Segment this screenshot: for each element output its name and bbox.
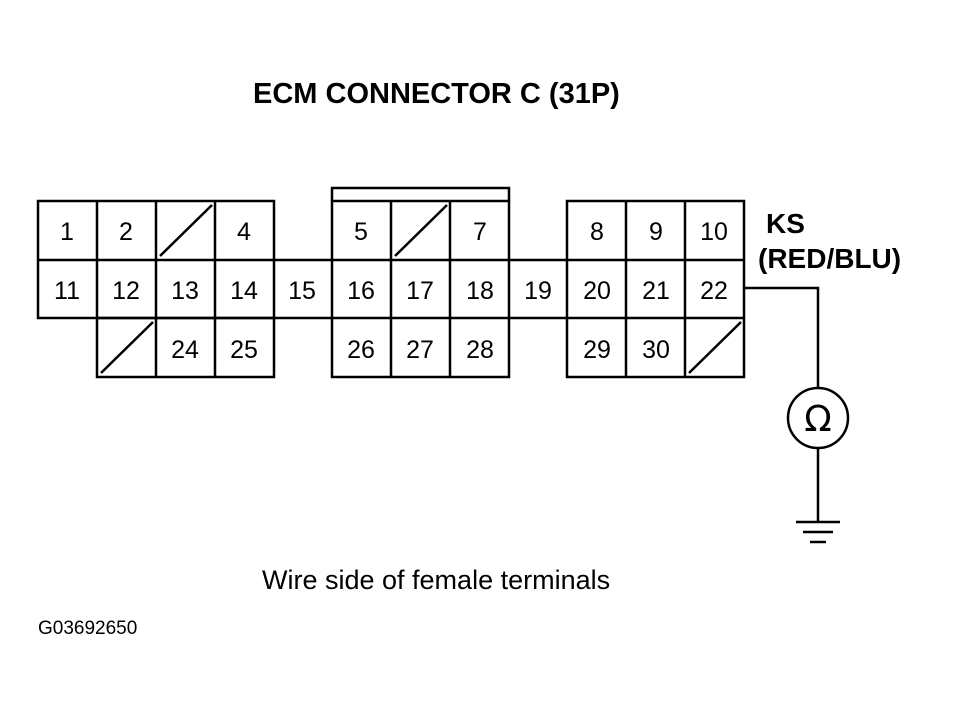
probe-wire xyxy=(744,286,820,388)
pin-label: 28 xyxy=(466,336,494,364)
pin-label: 30 xyxy=(642,336,670,364)
pin-label: 14 xyxy=(230,277,258,305)
wire-label-color: (RED/BLU) xyxy=(758,243,901,274)
pin-label: 12 xyxy=(112,277,140,305)
pin-label: 5 xyxy=(354,218,368,246)
ohm-symbol: Ω xyxy=(804,399,832,440)
pin-label: 11 xyxy=(54,277,80,305)
pin-label: 24 xyxy=(171,336,199,364)
pin-row-1: 1 2 4 5 7 8 9 10 xyxy=(60,218,728,246)
pin-label: 9 xyxy=(649,218,663,246)
ohmmeter-icon: Ω xyxy=(786,386,850,450)
wire-label-ks: KS xyxy=(766,208,805,239)
pin-label: 27 xyxy=(406,336,434,364)
pin-label: 2 xyxy=(119,218,133,246)
pin-label: 26 xyxy=(347,336,375,364)
empty-cavity-slash xyxy=(100,321,154,374)
pin-label: 21 xyxy=(642,277,670,305)
pin-label: 17 xyxy=(406,277,434,305)
empty-cavity-slash xyxy=(159,204,213,257)
pin-label: 25 xyxy=(230,336,258,364)
diagram-title: ECM CONNECTOR C (31P) xyxy=(253,78,620,110)
pin-label: 16 xyxy=(347,277,375,305)
pin-label: 19 xyxy=(524,277,552,305)
pin-label: 18 xyxy=(466,277,494,305)
ground-icon xyxy=(796,520,840,544)
pin-terminal-22: 22 xyxy=(700,277,728,305)
pin-row-2: 11 12 13 14 15 16 17 18 19 20 21 22 xyxy=(54,277,728,305)
pin-label: 7 xyxy=(473,218,487,246)
empty-cavity-slash xyxy=(394,204,448,257)
pin-row-3: 24 25 26 27 28 29 30 xyxy=(171,336,670,364)
diagram-caption: Wire side of female terminals xyxy=(262,565,610,595)
figure-code: G03692650 xyxy=(38,618,137,639)
empty-cavity-slash xyxy=(688,321,742,374)
pin-label: 1 xyxy=(60,218,74,246)
pin-label: 15 xyxy=(288,277,316,305)
pin-label: 29 xyxy=(583,336,611,364)
pin-label: 8 xyxy=(590,218,604,246)
pin-label: 10 xyxy=(700,218,728,246)
connector-body xyxy=(36,186,746,379)
pin-label: 13 xyxy=(171,277,199,305)
pin-label: 4 xyxy=(237,218,251,246)
pin-label: 20 xyxy=(583,277,611,305)
